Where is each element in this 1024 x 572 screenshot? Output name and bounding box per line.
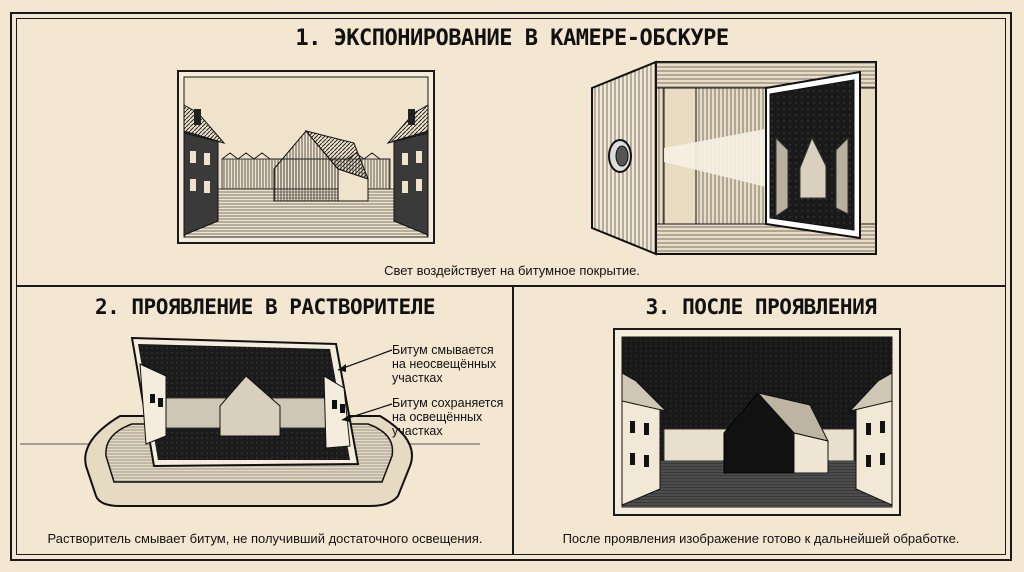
panel-3-caption: После проявления изображение готово к да… bbox=[514, 531, 1008, 546]
developed-plate-icon bbox=[614, 329, 900, 515]
panel-1-title: 1. ЭКСПОНИРОВАНИЕ В КАМЕРЕ-ОБСКУРЕ bbox=[0, 26, 1024, 51]
panel-1-caption: Свет воздействует на битумное покрытие. bbox=[0, 263, 1024, 278]
panel-2-caption: Растворитель смывает битум, не получивши… bbox=[18, 531, 512, 546]
annotation-unexposed-line-3: участках bbox=[392, 371, 496, 385]
annotation-exposed: Битум сохраняется на освещённых участках bbox=[392, 396, 503, 438]
annotation-unexposed: Битум смывается на неосвещённых участках bbox=[392, 343, 496, 385]
annotation-exposed-line-2: на освещённых bbox=[392, 410, 503, 424]
camera-obscura-box-icon bbox=[590, 58, 880, 258]
panel-2-title: 2. ПРОЯВЛЕНИЕ В РАСТВОРИТЕЛЕ bbox=[18, 295, 512, 319]
developer-tray-icon bbox=[80, 336, 420, 516]
annotation-exposed-line-3: участках bbox=[392, 424, 503, 438]
horizontal-divider bbox=[17, 285, 1005, 287]
vertical-divider bbox=[512, 286, 514, 554]
street-scene-icon bbox=[178, 71, 434, 243]
annotation-exposed-line-1: Битум сохраняется bbox=[392, 396, 503, 410]
annotation-unexposed-line-1: Битум смывается bbox=[392, 343, 496, 357]
panel-3-title: 3. ПОСЛЕ ПРОЯВЛЕНИЯ bbox=[514, 295, 1008, 319]
annotation-unexposed-line-2: на неосвещённых bbox=[392, 357, 496, 371]
